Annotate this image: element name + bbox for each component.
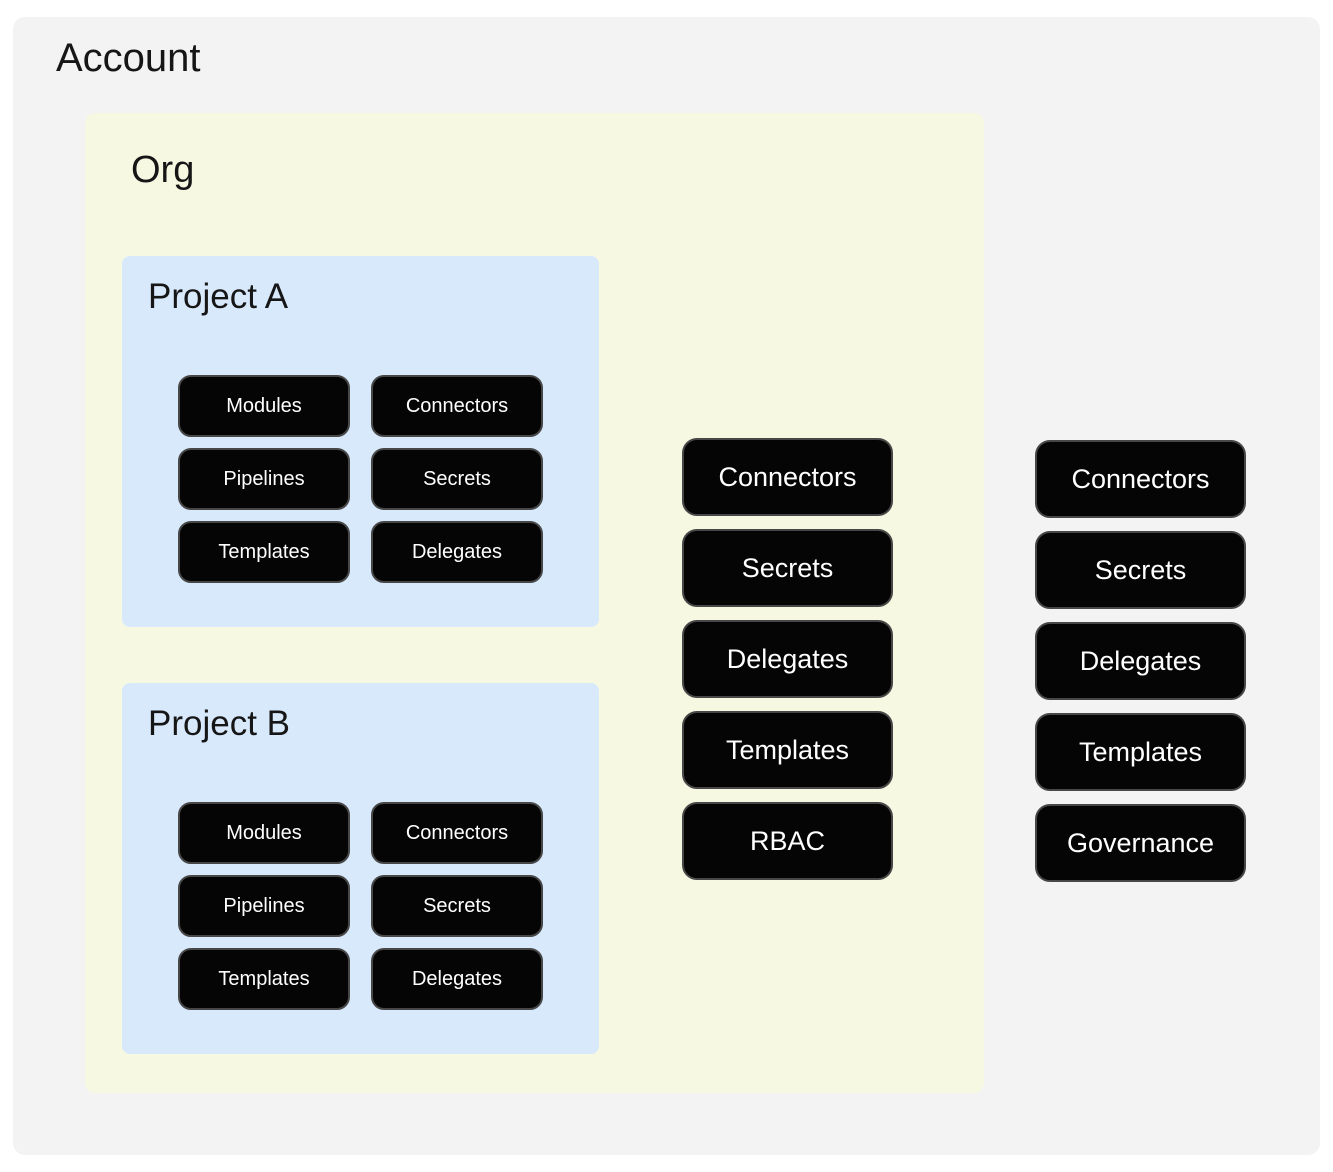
project-a-title: Project A [148,277,289,316]
project-b-scope-box: Project B Modules Connectors Pipelines S… [122,683,599,1054]
project-b-secrets-node: Secrets [371,875,543,937]
project-b-templates-node: Templates [178,948,350,1010]
project-a-delegates-node: Delegates [371,521,543,583]
org-templates-node: Templates [682,711,893,789]
org-scope-title: Org [131,149,195,191]
project-a-modules-node: Modules [178,375,350,437]
account-governance-node: Governance [1035,804,1246,882]
org-resource-column: Connectors Secrets Delegates Templates R… [682,438,893,880]
org-scope-box: Org Project A Modules Connectors Pipelin… [85,113,984,1093]
account-connectors-node: Connectors [1035,440,1246,518]
account-secrets-node: Secrets [1035,531,1246,609]
project-a-pipelines-node: Pipelines [178,448,350,510]
account-resource-column: Connectors Secrets Delegates Templates G… [1035,440,1246,882]
account-scope-title: Account [56,36,201,80]
org-secrets-node: Secrets [682,529,893,607]
org-delegates-node: Delegates [682,620,893,698]
project-b-resource-grid: Modules Connectors Pipelines Secrets Tem… [178,802,543,1010]
account-templates-node: Templates [1035,713,1246,791]
project-b-pipelines-node: Pipelines [178,875,350,937]
project-b-delegates-node: Delegates [371,948,543,1010]
account-delegates-node: Delegates [1035,622,1246,700]
project-b-modules-node: Modules [178,802,350,864]
account-scope-box: Account Org Project A Modules Connectors… [13,17,1320,1155]
project-a-scope-box: Project A Modules Connectors Pipelines S… [122,256,599,627]
org-rbac-node: RBAC [682,802,893,880]
project-b-connectors-node: Connectors [371,802,543,864]
project-b-title: Project B [148,704,290,743]
project-a-templates-node: Templates [178,521,350,583]
project-a-connectors-node: Connectors [371,375,543,437]
project-a-secrets-node: Secrets [371,448,543,510]
project-a-resource-grid: Modules Connectors Pipelines Secrets Tem… [178,375,543,583]
org-connectors-node: Connectors [682,438,893,516]
